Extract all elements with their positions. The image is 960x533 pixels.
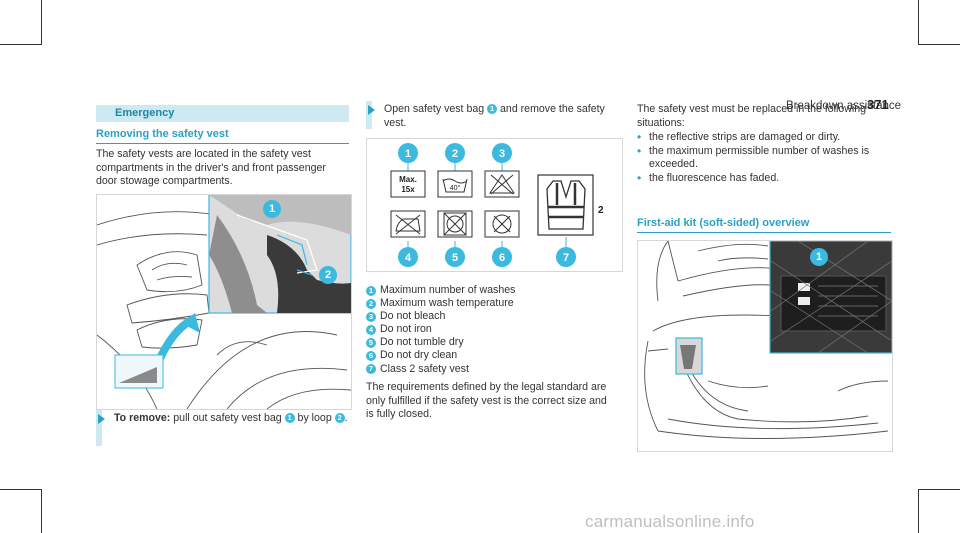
callout-5: 5 xyxy=(452,252,458,264)
intro-paragraph: The safety vests are located in the safe… xyxy=(96,148,326,187)
requirements-paragraph: The requirements defined by the legal st… xyxy=(366,381,607,420)
callout-7: 7 xyxy=(563,252,569,264)
subheading-rule xyxy=(637,232,891,233)
removal-step: To remove: pull out safety vest bag 1 by… xyxy=(114,412,350,426)
replacement-intro: The safety vest must be replaced in the … xyxy=(637,103,867,129)
svg-text:15x: 15x xyxy=(401,185,415,194)
trunk-illustration: 1 xyxy=(637,240,893,452)
callout-3: 3 xyxy=(499,148,505,160)
condition-item: the fluorescence has faded. xyxy=(637,172,887,186)
do-not-bleach-icon xyxy=(484,170,520,198)
step-text: by loop xyxy=(297,412,332,424)
section-bar: Emergency xyxy=(96,105,349,122)
callout-6: 6 xyxy=(499,252,505,264)
crop-mark xyxy=(918,0,919,44)
subheading-rule xyxy=(96,143,349,144)
svg-text:Max.: Max. xyxy=(399,175,417,184)
step-text: and remove the safety vest. xyxy=(384,103,605,129)
door-drawing xyxy=(96,194,352,410)
max-washes-icon: Max. 15x xyxy=(390,170,426,198)
ref-1: 1 xyxy=(487,104,498,114)
do-not-iron-icon xyxy=(390,210,426,238)
svg-text:40°: 40° xyxy=(450,184,461,192)
step-bar xyxy=(96,410,102,446)
svg-text:2: 2 xyxy=(598,205,604,216)
callout-1: 1 xyxy=(405,148,411,160)
step-arrow-icon xyxy=(98,414,105,424)
section-title: Emergency xyxy=(115,107,175,119)
do-not-tumble-dry-icon xyxy=(437,210,473,238)
subheading-removing-vest: Removing the safety vest xyxy=(96,128,229,140)
ref-1: 1 xyxy=(284,413,295,423)
step-label: To remove: xyxy=(114,412,171,424)
crop-mark xyxy=(918,489,919,533)
page-number: 371 xyxy=(867,97,889,112)
crop-mark xyxy=(41,489,42,533)
callout-2: 2 xyxy=(319,266,337,284)
crop-mark xyxy=(41,0,42,44)
condition-item: the reflective strips are damaged or dir… xyxy=(637,131,887,145)
door-illustration: 1 2 xyxy=(96,194,352,410)
care-symbols-drawing: Max. 15x 40° xyxy=(390,143,604,267)
watermark: carmanualsonline.info xyxy=(585,512,755,531)
care-symbols-figure: Max. 15x 40° xyxy=(366,138,623,272)
do-not-dry-clean-icon xyxy=(484,210,520,238)
running-head: Breakdown assistance xyxy=(786,100,902,112)
crop-mark xyxy=(918,489,960,490)
crop-mark xyxy=(0,489,42,490)
safety-vest-class-icon: 2 xyxy=(537,174,604,236)
condition-item: the maximum permissible number of washes… xyxy=(637,145,887,172)
callout-2: 2 xyxy=(452,148,458,160)
step-bar xyxy=(366,101,372,129)
callout-4: 4 xyxy=(405,252,412,264)
callout-1: 1 xyxy=(810,248,828,266)
open-step: Open safety vest bag 1 and remove the sa… xyxy=(384,103,609,130)
step-text: . xyxy=(344,412,348,424)
ref-2: 2 xyxy=(334,413,345,423)
step-text: pull out safety vest bag xyxy=(173,412,282,424)
step-arrow-icon xyxy=(368,105,375,115)
subheading-first-aid: First-aid kit (soft-sided) overview xyxy=(637,217,810,229)
replacement-conditions: the reflective strips are damaged or dir… xyxy=(637,131,887,185)
callout-1: 1 xyxy=(263,200,281,218)
wash-temperature-icon: 40° xyxy=(437,170,473,198)
crop-mark xyxy=(0,44,42,45)
trunk-drawing xyxy=(644,240,893,439)
step-text: Open safety vest bag xyxy=(384,103,485,115)
crop-mark xyxy=(918,44,960,45)
